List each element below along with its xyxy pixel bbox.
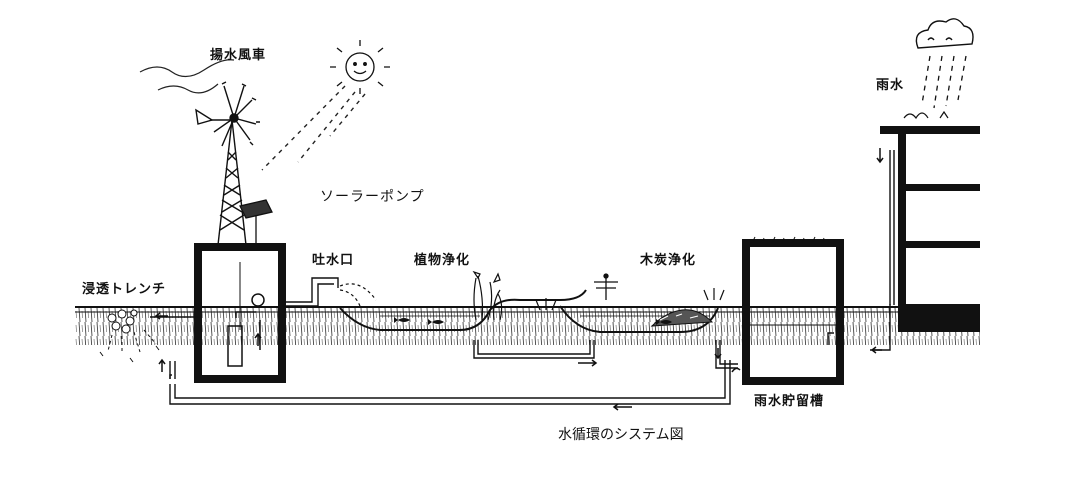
flow-arrows — [154, 148, 884, 411]
plants — [472, 270, 725, 321]
label-solar-pump: ソーラーポンプ — [320, 189, 425, 205]
pipes — [150, 150, 895, 405]
rain — [921, 55, 967, 109]
outlet-spray — [339, 283, 377, 307]
building — [880, 110, 980, 332]
pump-tank — [194, 243, 286, 383]
label-charcoal-purification: 木炭浄化 — [640, 253, 697, 268]
sun-rays — [261, 85, 366, 171]
fish-icon — [394, 317, 672, 325]
ground — [75, 306, 980, 345]
rain-storage-tank — [742, 236, 844, 385]
windmill — [195, 81, 260, 246]
cloud-icon — [915, 18, 974, 49]
dragonfly-icon — [594, 273, 618, 300]
wind-lines — [139, 59, 235, 94]
diagram-caption: 水循環のシステム図 — [558, 427, 684, 443]
label-plant-purification: 植物浄化 — [414, 253, 471, 268]
label-outlet: 吐水口 — [312, 253, 355, 268]
label-windmill: 揚水風車 — [210, 48, 267, 63]
sun-icon — [330, 40, 390, 94]
label-rain-tank: 雨水貯留槽 — [754, 394, 825, 409]
label-infiltration-trench: 浸透トレンチ — [82, 282, 167, 297]
label-rainwater: 雨水 — [876, 78, 905, 93]
infiltration-trench — [99, 309, 160, 363]
